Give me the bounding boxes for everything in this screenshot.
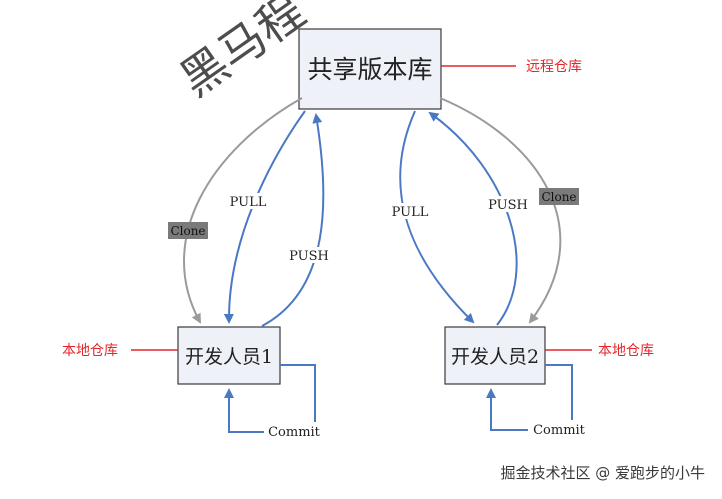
pull-label-right: PULL bbox=[392, 205, 429, 220]
local-annotation-right: 本地仓库 bbox=[598, 343, 654, 359]
developer-2-box bbox=[444, 326, 546, 385]
pull-arrow-right bbox=[399, 110, 475, 324]
developer-1-label: 开发人员1 bbox=[185, 346, 273, 368]
clone-label-right: Clone bbox=[541, 190, 576, 204]
clone-label-left-bg bbox=[168, 222, 208, 239]
pull-label-left: PULL bbox=[230, 195, 267, 210]
push-arrow-right bbox=[428, 111, 518, 326]
clone-label-right-bg bbox=[539, 188, 579, 205]
local-annotation-left: 本地仓库 bbox=[62, 343, 118, 359]
commit-label-left: Commit bbox=[268, 425, 321, 440]
footer-watermark: 掘金技术社区 @ 爱跑步的小牛 bbox=[500, 464, 705, 482]
push-label-right: PUSH bbox=[488, 198, 528, 213]
remote-repo-label: 共享版本库 bbox=[307, 55, 432, 84]
clone-label-left: Clone bbox=[170, 224, 205, 238]
push-arrow-left bbox=[261, 113, 325, 327]
remote-annotation: 远程仓库 bbox=[526, 59, 582, 75]
clone-arrow-left bbox=[183, 97, 303, 324]
developer-1-box bbox=[177, 326, 281, 385]
commit-label-right: Commit bbox=[533, 423, 586, 438]
watermark-top: 黑马程 bbox=[170, 0, 314, 107]
push-label-left: PUSH bbox=[289, 249, 329, 264]
remote-repo-box bbox=[298, 28, 442, 110]
developer-2-label: 开发人员2 bbox=[451, 346, 539, 368]
